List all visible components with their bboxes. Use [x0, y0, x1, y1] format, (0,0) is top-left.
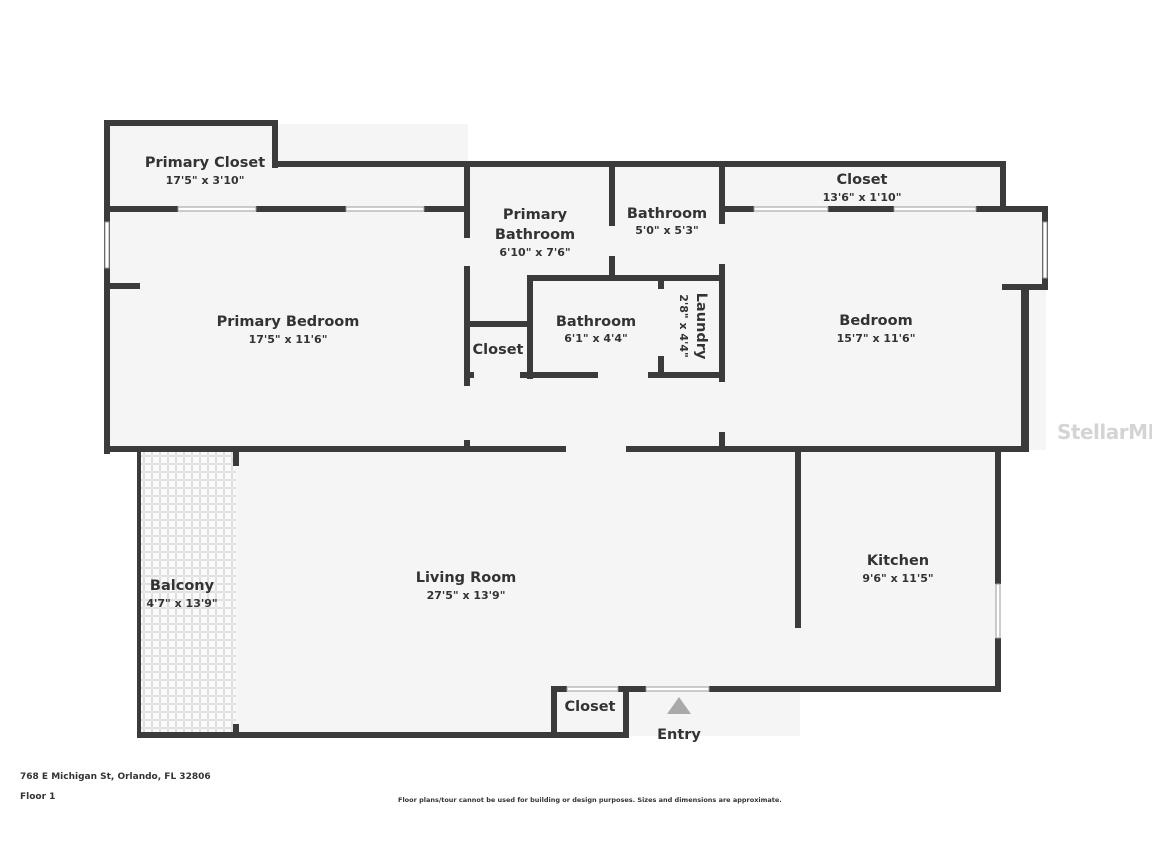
wall [976, 206, 1048, 212]
wall [137, 452, 141, 738]
closet-middle-label: Closet [473, 342, 524, 358]
window [177, 206, 257, 212]
wall [995, 452, 1001, 584]
wall [648, 372, 722, 378]
wall [424, 206, 470, 212]
wall [272, 161, 1006, 167]
window [995, 583, 1001, 639]
primary-closet-label: Primary Closet [145, 155, 265, 171]
wall [520, 372, 598, 378]
disclaimer-text: Floor plans/tour cannot be used for buil… [398, 796, 782, 804]
bedroom-area [722, 210, 1046, 450]
window [753, 206, 829, 212]
bedroom-label: Bedroom [839, 313, 912, 329]
wall [137, 732, 629, 738]
wall [104, 283, 140, 289]
closet-top-label: Closet [837, 172, 888, 188]
wall [464, 164, 470, 238]
wall [104, 206, 178, 212]
wall [626, 446, 1029, 452]
closet-bottom-label: Closet [565, 699, 616, 715]
window [104, 221, 110, 269]
wall [464, 321, 530, 327]
wall [618, 686, 646, 692]
kitchen-dim: 9'6" x 11'5" [862, 572, 933, 585]
kitchen-area [800, 450, 998, 688]
wall [609, 164, 615, 226]
watermark-logo: StellarMLS [1057, 420, 1152, 444]
wall [464, 372, 474, 378]
primary-bathroom-label: Primary [503, 207, 568, 223]
balcony-label: Balcony [150, 578, 215, 594]
entry-arrow-icon [667, 697, 691, 714]
bathroom-top-label: Bathroom [627, 206, 707, 222]
wall [658, 356, 664, 378]
bedroom-dim: 15'7" x 11'6" [837, 332, 916, 345]
kitchen-label: Kitchen [867, 553, 929, 569]
closet-top-dim: 13'6" x 1'10" [823, 191, 902, 204]
primary-bedroom-dim: 17'5" x 11'6" [249, 333, 328, 346]
floor-label: Floor 1 [20, 792, 56, 802]
wall [1000, 161, 1006, 211]
wall [828, 206, 894, 212]
living-room-dim: 27'5" x 13'9" [427, 589, 506, 602]
primary-closet-dim: 17'5" x 3'10" [166, 174, 245, 187]
entry-label: Entry [657, 727, 701, 743]
address-text: 768 E Michigan St, Orlando, FL 32806 [20, 772, 211, 782]
window [1042, 221, 1048, 279]
hall-area [468, 278, 722, 450]
wall [233, 724, 239, 738]
window [645, 686, 710, 692]
primary-bathroom-dim: 6'10" x 7'6" [499, 246, 570, 259]
window [566, 686, 619, 692]
wall [256, 206, 346, 212]
bathroom-top-dim: 5'0" x 5'3" [635, 224, 699, 237]
laundry-label: Laundry [693, 293, 709, 360]
primary-bathroom-label: Bathroom [495, 227, 575, 243]
wall [658, 275, 664, 289]
wall [709, 686, 1001, 692]
wall [1021, 284, 1029, 452]
wall [609, 256, 615, 278]
living-room-label: Living Room [416, 570, 517, 586]
wall [272, 120, 278, 168]
wall [719, 432, 725, 452]
balcony-tiles [139, 452, 236, 736]
closet-top-area [722, 164, 1002, 210]
wall [551, 686, 557, 738]
laundry-dim: 2'8" x 4'4" [677, 294, 690, 358]
wall [719, 264, 725, 382]
primary-bedroom-area [108, 210, 468, 450]
windows [104, 206, 1048, 692]
room-fills [108, 124, 1046, 736]
wall [104, 446, 566, 452]
window [893, 206, 977, 212]
wall [722, 206, 754, 212]
wall [719, 164, 725, 224]
bathroom-middle-label: Bathroom [556, 314, 636, 330]
wall [104, 120, 278, 126]
wall [233, 452, 239, 466]
window [345, 206, 425, 212]
balcony-dim: 4'7" x 13'9" [146, 597, 217, 610]
wall [527, 275, 722, 281]
wall [795, 452, 801, 628]
living-room-area [236, 450, 800, 736]
wall [551, 686, 567, 692]
primary-bedroom-label: Primary Bedroom [217, 314, 360, 330]
wall [623, 686, 629, 738]
wall [995, 638, 1001, 692]
bathroom-top-area [612, 164, 722, 278]
bathroom-middle-dim: 6'1" x 4'4" [564, 332, 628, 345]
